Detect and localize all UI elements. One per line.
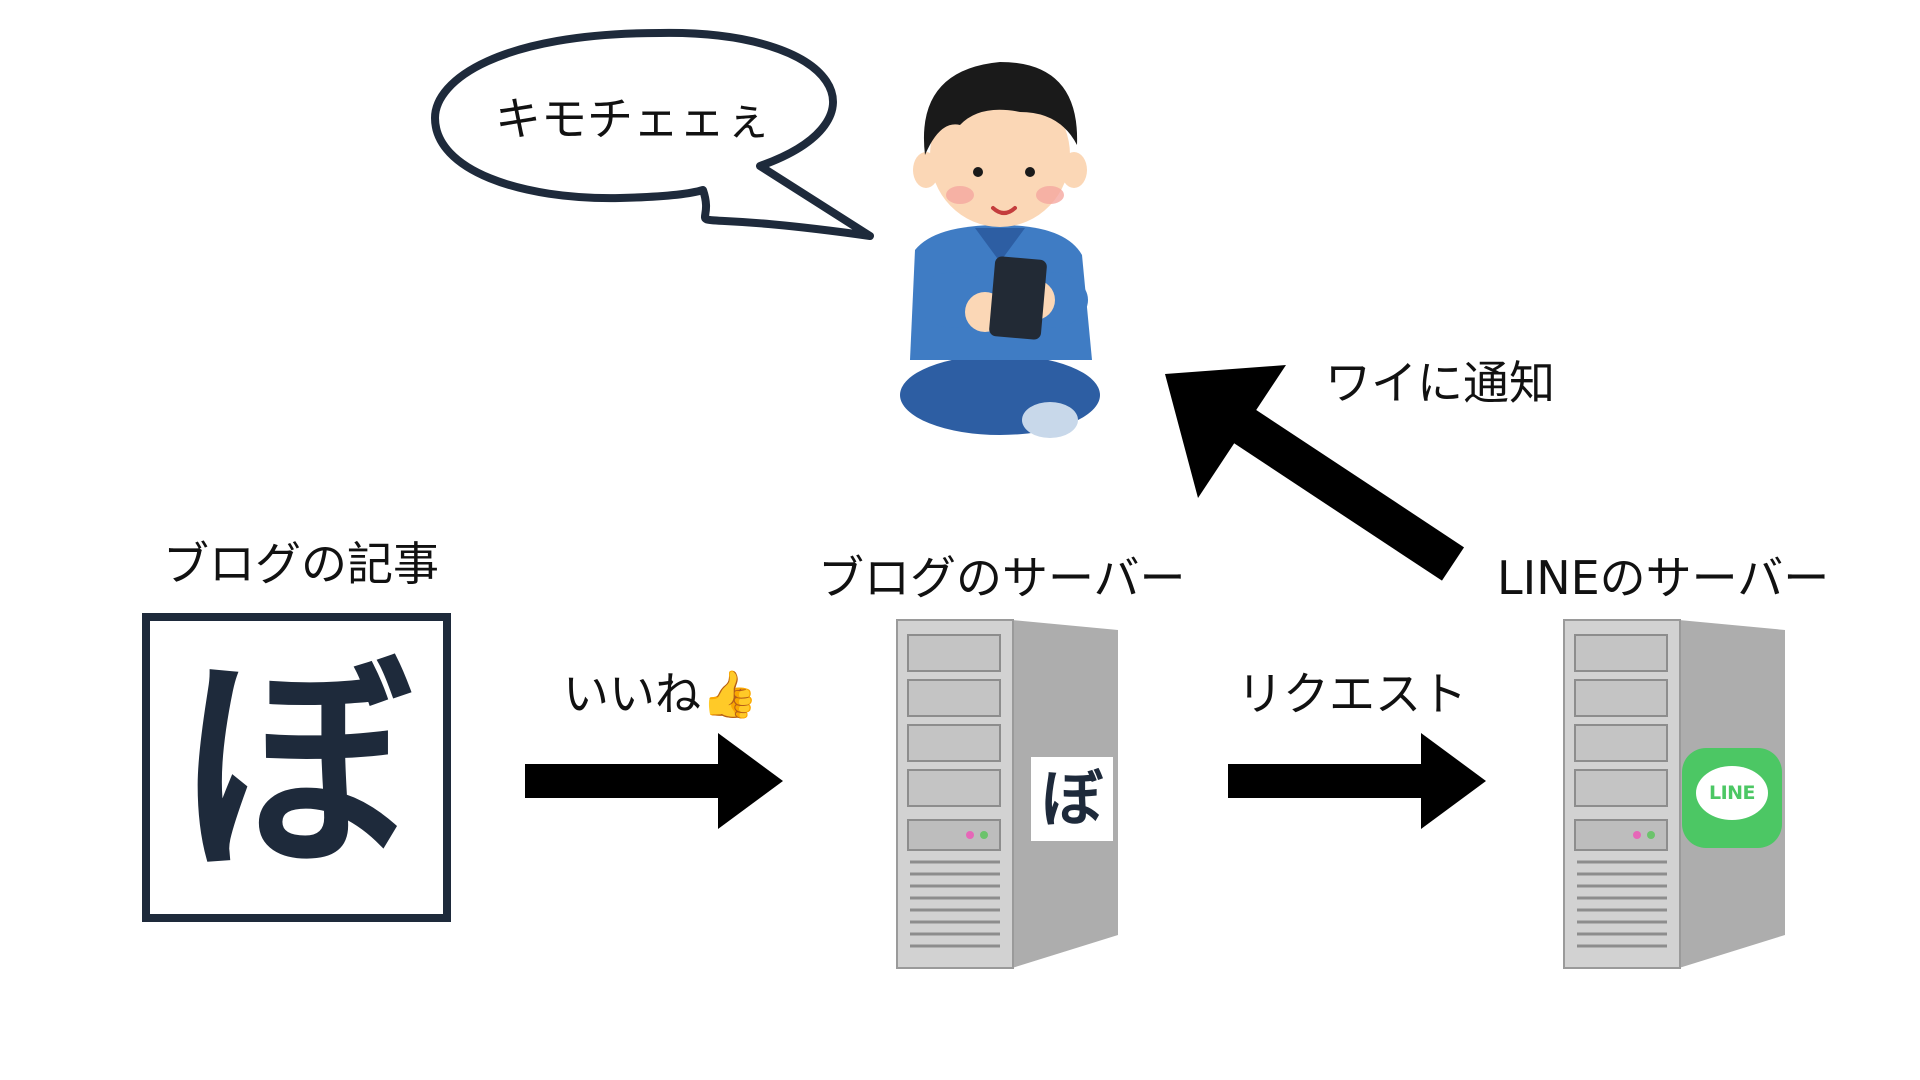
- line-bubble: LINE: [1696, 766, 1768, 820]
- line-logo-text: LINE: [1708, 782, 1756, 804]
- speech-bubble-text: キモチェェぇ: [495, 92, 771, 146]
- blog-article-logo: ぼ: [142, 613, 451, 922]
- line-server-label: LINEのサーバー: [1497, 551, 1830, 605]
- line-app-icon: LINE: [1682, 748, 1782, 848]
- like-label: いいね👍: [563, 667, 759, 721]
- blog-logo-char: ぼ: [181, 633, 412, 901]
- request-label: リクエスト: [1237, 667, 1467, 721]
- blog-server-label: ブログのサーバー: [818, 551, 1186, 605]
- blog-article-label: ブログの記事: [163, 537, 439, 591]
- notify-label: ワイに通知: [1325, 356, 1555, 410]
- blog-server-logo: ぼ: [1031, 757, 1113, 841]
